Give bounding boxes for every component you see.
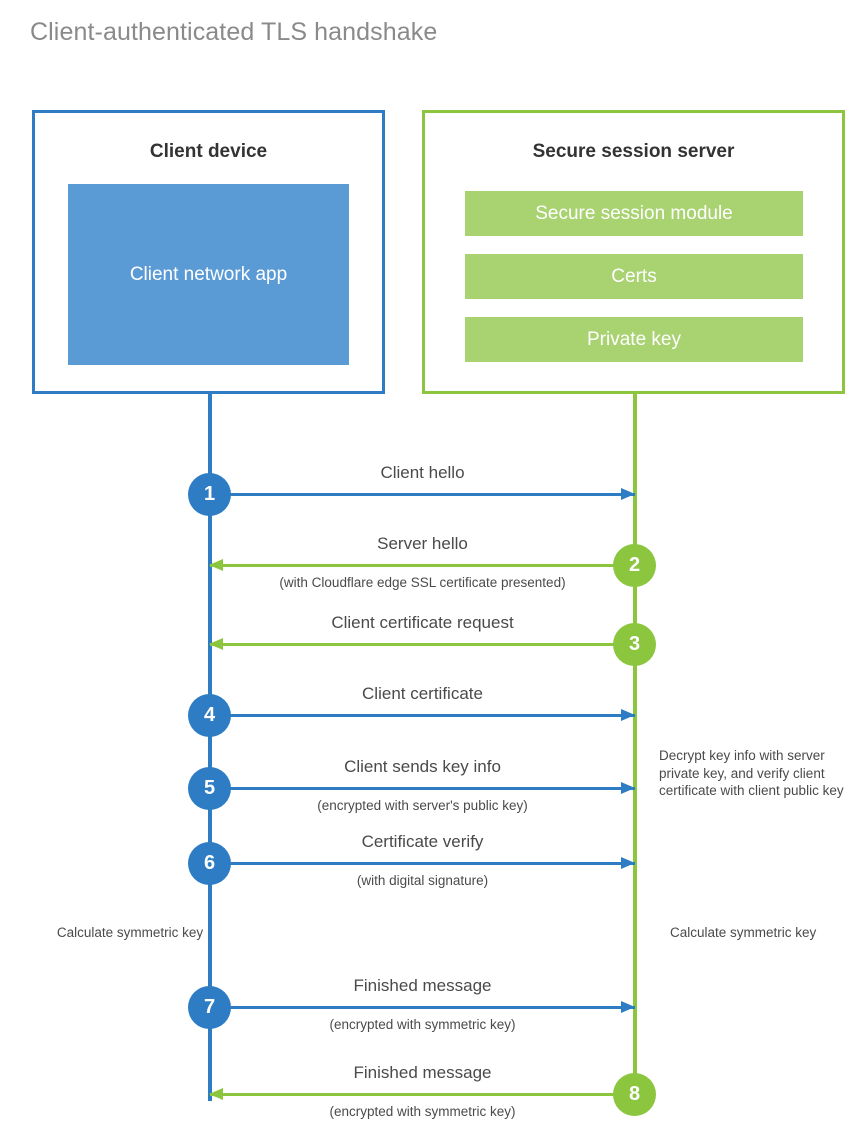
step-number-badge: 1 [188, 473, 231, 516]
step-label: Certificate verify [361, 832, 484, 851]
arrow-head-right-icon [621, 782, 635, 794]
step-number-badge: 7 [188, 986, 231, 1029]
server-module-label: Private key [587, 328, 681, 350]
step-sublabel: (encrypted with symmetric key) [329, 1017, 516, 1032]
arrow-head-right-icon [621, 488, 635, 500]
server-module-certs: Certs [465, 254, 803, 299]
step-arrow-line [210, 643, 635, 646]
server-module-private-key: Private key [465, 317, 803, 362]
step-label: Finished message [353, 1063, 492, 1082]
server-module-secure-session-module: Secure session module [465, 191, 803, 236]
page-title: Client-authenticated TLS handshake [30, 18, 438, 46]
step-arrow-line [210, 1093, 635, 1096]
secure-session-server-box: Secure session server Secure session mod… [422, 110, 845, 394]
step-label: Client certificate [362, 684, 483, 703]
arrow-head-left-icon [209, 1088, 223, 1100]
step-number-badge: 4 [188, 694, 231, 737]
step-number-badge: 5 [188, 767, 231, 810]
arrow-head-left-icon [209, 638, 223, 650]
client-network-app-label: Client network app [129, 263, 288, 285]
step-label: Client sends key info [344, 757, 501, 776]
step-label: Finished message [353, 976, 492, 995]
client-device-box: Client device Client network app [32, 110, 385, 394]
client-network-app-block: Client network app [68, 184, 349, 365]
step-label: Client hello [380, 463, 465, 482]
step-arrow-line [210, 714, 635, 717]
step-arrow-line [210, 787, 635, 790]
step-number-badge: 3 [613, 623, 656, 666]
step-label: Server hello [377, 534, 468, 553]
server-module-label: Certs [611, 265, 657, 287]
step-arrow-line [210, 564, 635, 567]
annotation-client-calculate-symmetric-key: Calculate symmetric key [56, 925, 204, 940]
step-number-badge: 2 [613, 544, 656, 587]
step-number-badge: 6 [188, 842, 231, 885]
step-number-badge: 8 [613, 1073, 656, 1116]
server-module-label: Secure session module [535, 202, 733, 224]
step-sublabel: (encrypted with symmetric key) [329, 1104, 516, 1119]
step-sublabel: (encrypted with server's public key) [317, 798, 528, 813]
step-sublabel: (with digital signature) [356, 873, 489, 888]
server-lifeline [633, 394, 637, 1093]
step-arrow-line [210, 862, 635, 865]
annotation-server-calculate-symmetric-key: Calculate symmetric key [670, 925, 817, 940]
secure-session-server-title: Secure session server [532, 141, 735, 162]
annotation-server-decrypt: Decrypt key info with server private key… [659, 748, 844, 798]
step-arrow-line [210, 1006, 635, 1009]
client-device-title: Client device [149, 141, 268, 162]
step-sublabel: (with Cloudflare edge SSL certificate pr… [279, 575, 566, 590]
arrow-head-right-icon [621, 709, 635, 721]
arrow-head-right-icon [621, 857, 635, 869]
step-arrow-line [210, 493, 635, 496]
step-label: Client certificate request [331, 613, 514, 632]
arrow-head-left-icon [209, 559, 223, 571]
arrow-head-right-icon [621, 1001, 635, 1013]
client-lifeline [208, 394, 212, 1101]
